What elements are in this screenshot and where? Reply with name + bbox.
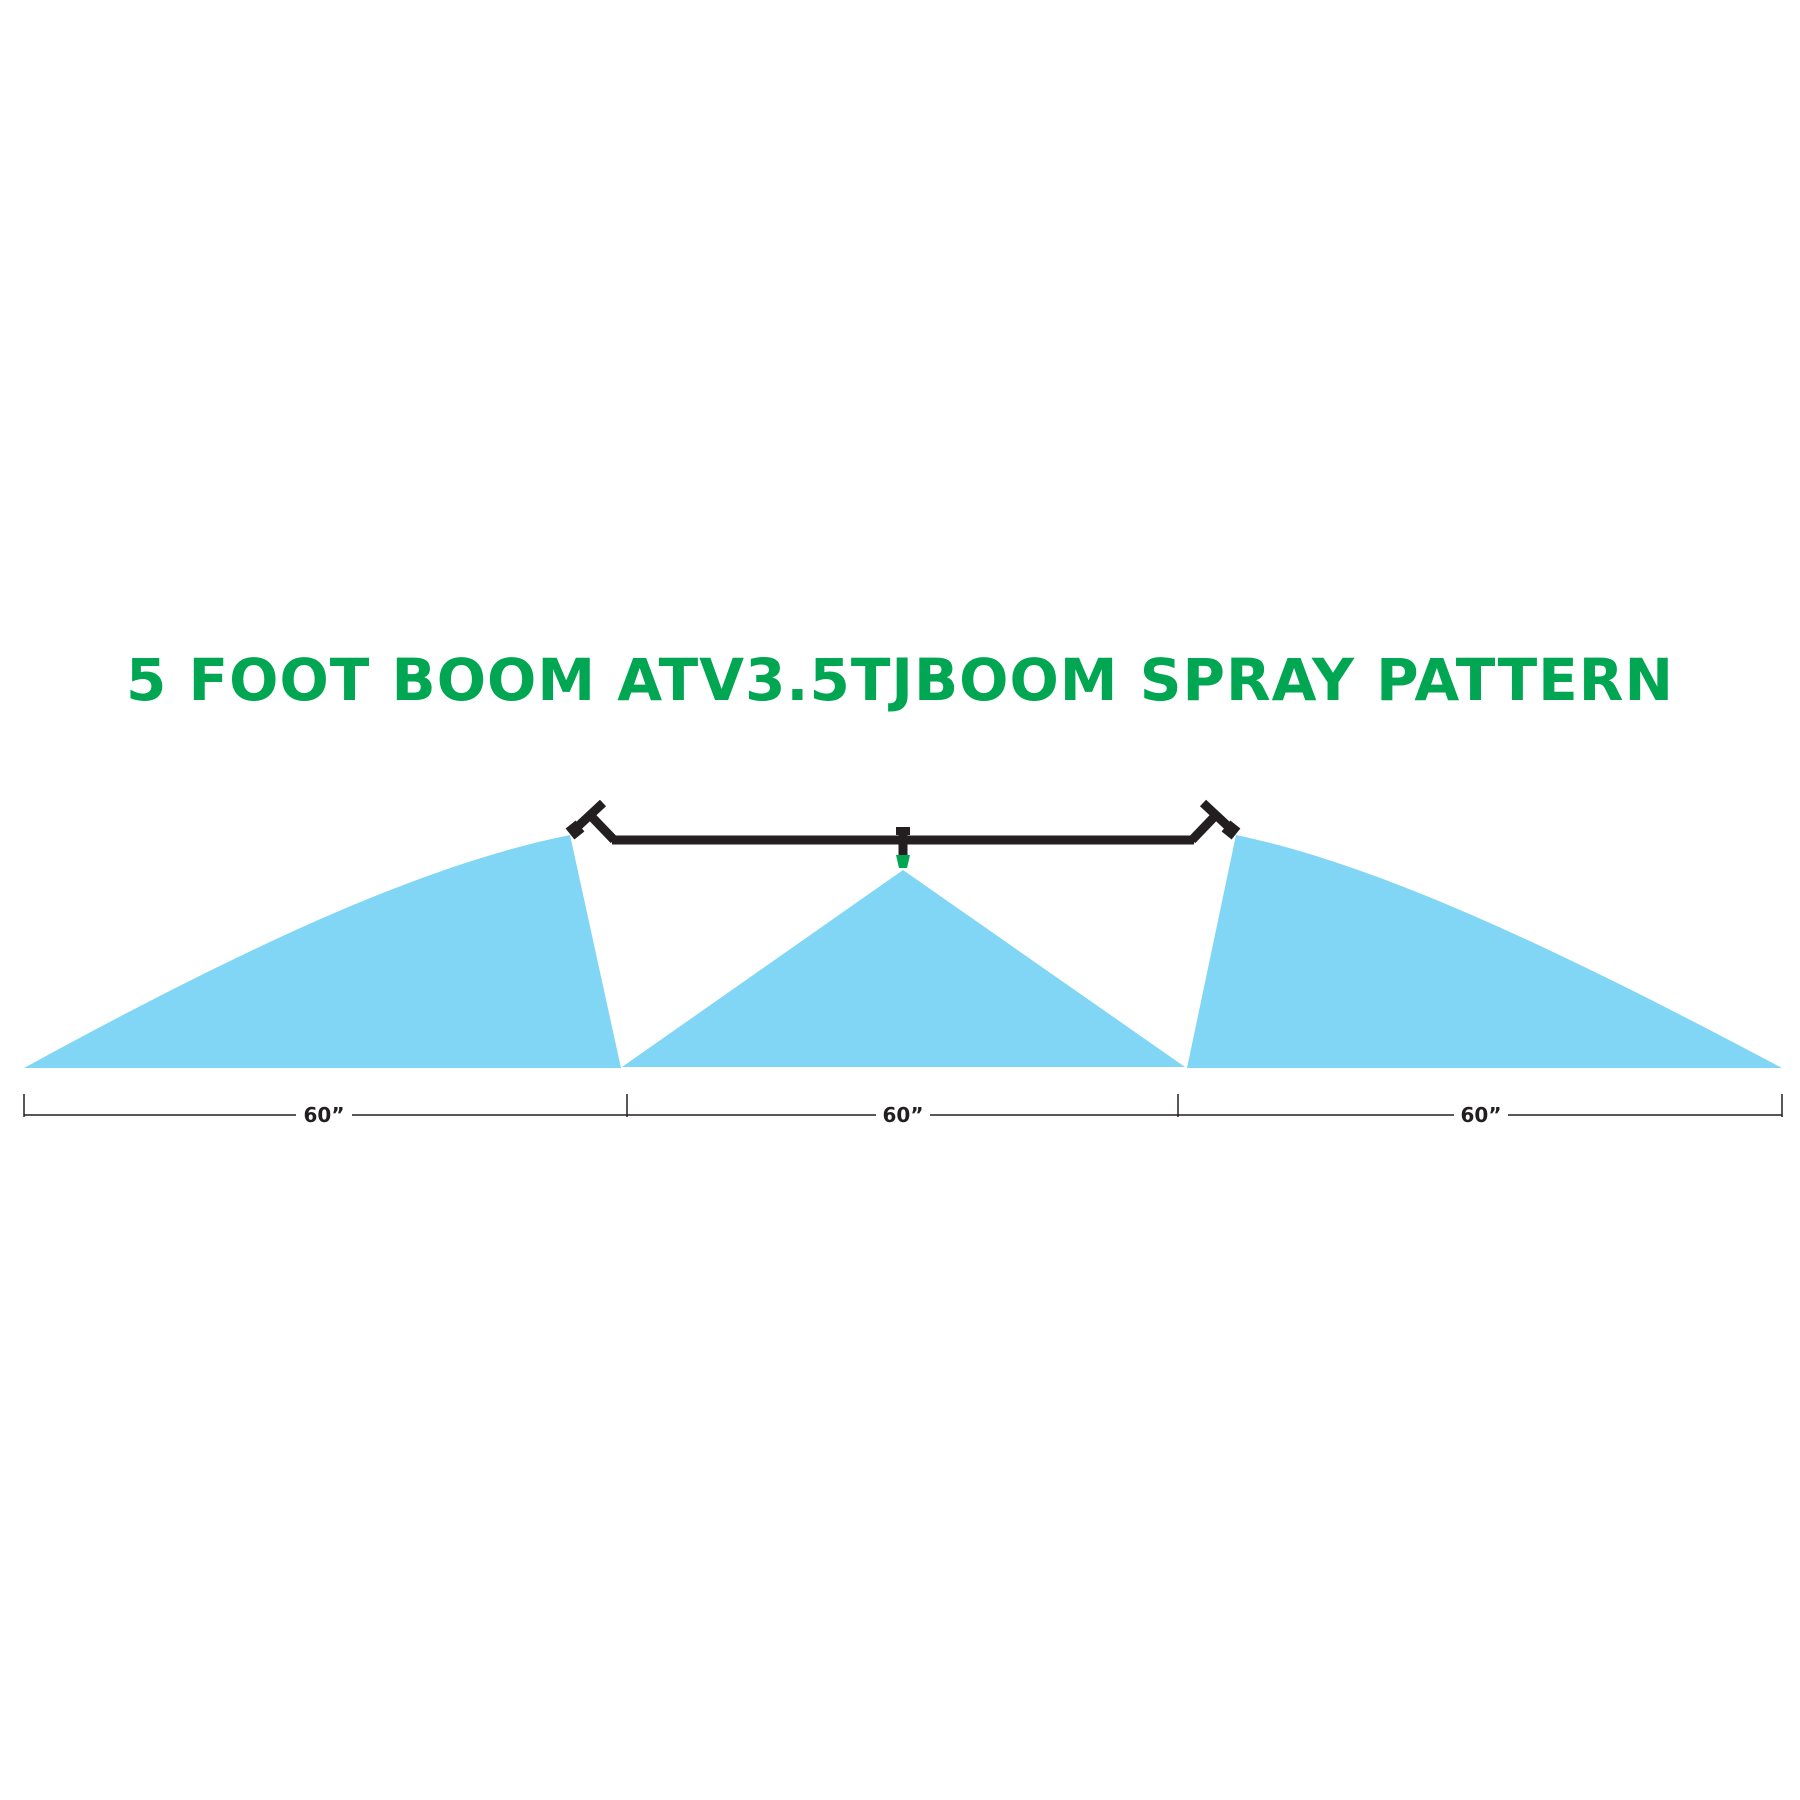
center-nozzle-tip (896, 855, 910, 868)
left-width-label: 60” (304, 1103, 345, 1127)
right-nozzle-cap (1221, 820, 1241, 840)
center-width-label: 60” (883, 1103, 924, 1127)
left-spray-fan (24, 835, 621, 1068)
left-boom-elbow (586, 811, 618, 844)
center-spray-fan (622, 870, 1185, 1067)
right-width-label: 60” (1461, 1103, 1502, 1127)
left-nozzle-cap (565, 820, 585, 840)
right-boom-elbow (1188, 811, 1220, 844)
boom-assembly (565, 799, 1241, 868)
diagram-title: 5 FOOT BOOM ATV3.5TJBOOM SPRAY PATTERN (125, 646, 1675, 714)
right-spray-fan (1187, 835, 1782, 1068)
dimension-lines: 60” 60” 60” (23, 1094, 1783, 1127)
